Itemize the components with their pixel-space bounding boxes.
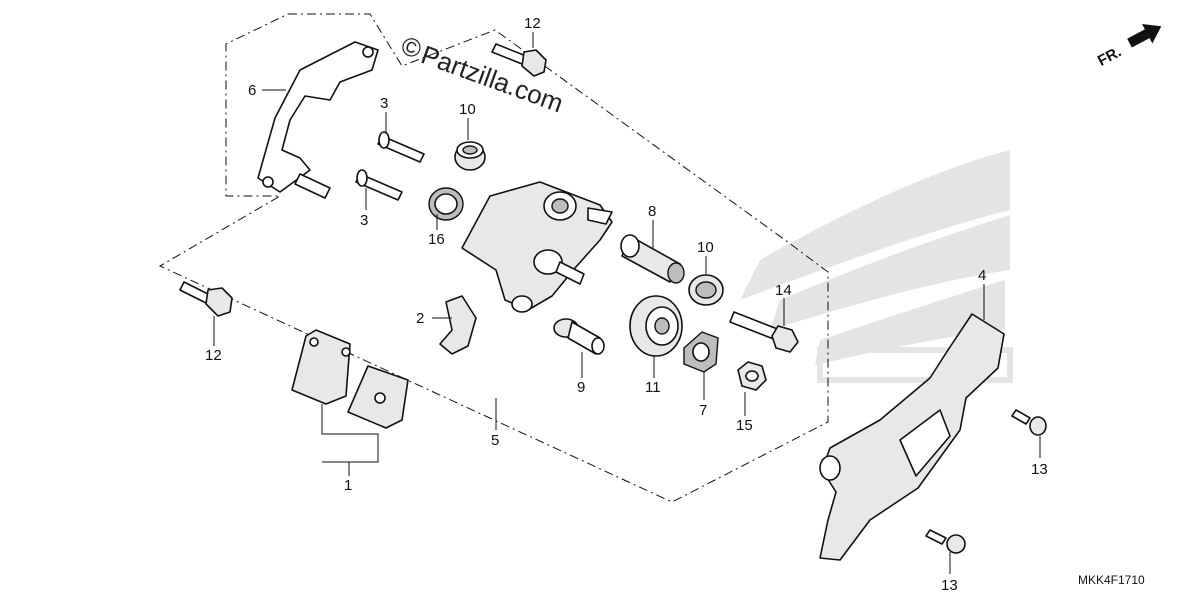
clip-part (439, 295, 477, 355)
leader-lines (213, 32, 1041, 574)
callout-10-upper: 10 (459, 101, 476, 118)
diagram-code: MKK4F1710 (1078, 573, 1145, 587)
callout-12-upper: 12 (524, 15, 541, 32)
callout-12-lower: 12 (205, 347, 222, 364)
wing-logo-watermark (740, 150, 1013, 383)
callout-2: 2 (416, 310, 424, 327)
front-label: FR. (1095, 43, 1124, 69)
caliper-body (461, 181, 613, 313)
pin-part-9 (553, 318, 605, 355)
partzilla-watermark: © Partzilla.com (397, 30, 567, 118)
guard-part (819, 313, 1005, 561)
callout-13-upper: 13 (1031, 461, 1048, 478)
callout-4: 4 (978, 267, 986, 284)
boot-part-right (688, 274, 724, 306)
pin-part-upper (377, 131, 425, 163)
bracket-part (257, 41, 379, 199)
callout-16: 16 (428, 231, 445, 248)
bolt-part-12-upper (491, 43, 547, 77)
callout-9: 9 (577, 379, 585, 396)
callout-14: 14 (775, 282, 792, 299)
callout-3-upper: 3 (380, 95, 388, 112)
screw-part-lower (925, 529, 966, 554)
pin-part-lower (355, 169, 403, 201)
arrow-icon (1127, 24, 1162, 48)
callout-10-right: 10 (697, 239, 714, 256)
callout-3-lower: 3 (360, 212, 368, 229)
bolt-part-12-lower (179, 281, 233, 317)
callout-11: 11 (645, 379, 661, 396)
bearing-part (629, 295, 683, 357)
sleeve-part (620, 234, 685, 284)
nut-part (737, 361, 767, 391)
callout-1: 1 (344, 477, 352, 494)
seal-part (428, 187, 464, 221)
callout-15: 15 (736, 417, 753, 434)
callout-7: 7 (699, 402, 707, 419)
brake-pad-part (291, 329, 409, 429)
callout-6: 6 (248, 82, 256, 99)
callout-8: 8 (648, 203, 656, 220)
callout-13-lower: 13 (941, 577, 958, 594)
callout-5: 5 (491, 432, 499, 449)
screw-part-upper (1011, 409, 1047, 436)
assembly-outline (158, 13, 829, 503)
front-indicator: FR. (1095, 24, 1162, 70)
bolt-part-14 (729, 311, 799, 353)
washer-part (683, 331, 719, 373)
boot-part-upper (454, 141, 486, 171)
